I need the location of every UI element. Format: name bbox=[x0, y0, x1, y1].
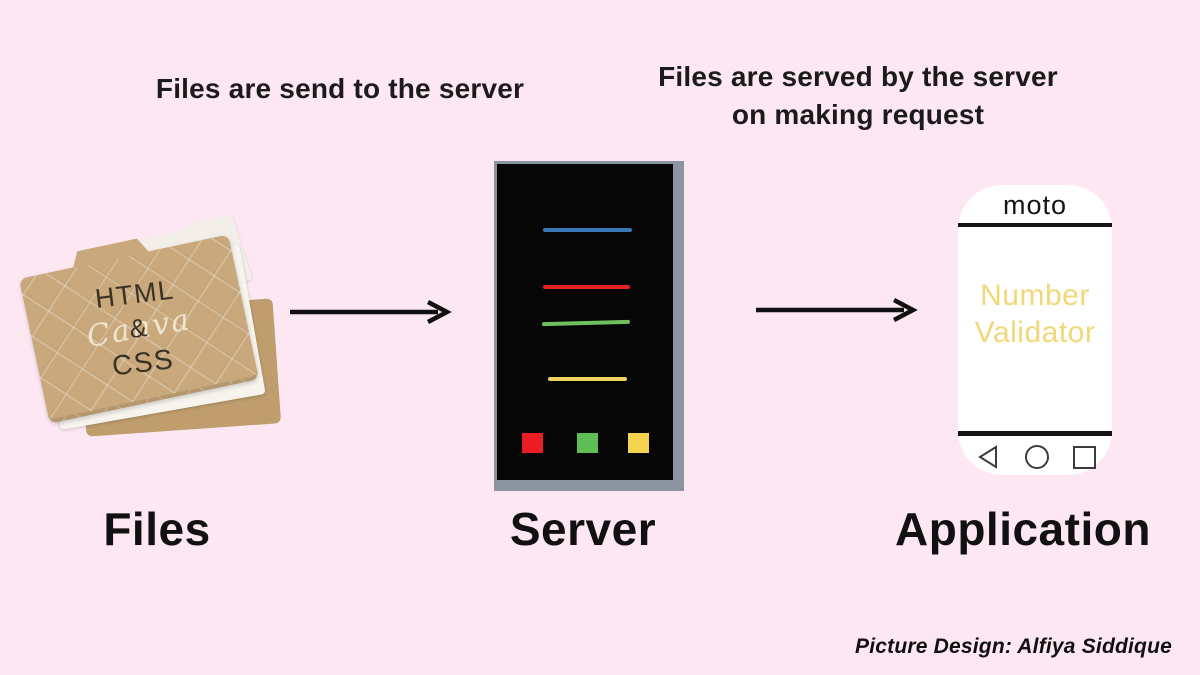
server-square-red bbox=[522, 433, 543, 453]
server-line-green bbox=[541, 319, 631, 327]
caption-files-served-line2: on making request bbox=[731, 99, 985, 130]
server-square-yellow bbox=[628, 433, 649, 453]
phone-brand-label: moto bbox=[1002, 190, 1068, 220]
app-name-text: Number Validator bbox=[958, 277, 1112, 351]
home-icon bbox=[1024, 445, 1049, 469]
server-square-green bbox=[577, 433, 598, 453]
phone-top-divider bbox=[958, 223, 1112, 227]
folder-label: HTML & CSS Canva bbox=[24, 243, 254, 416]
application-label: Application bbox=[895, 503, 1151, 555]
caption-files-sent: Files are send to the server bbox=[155, 73, 525, 104]
server-graphic bbox=[494, 161, 684, 491]
phone-bottom-divider bbox=[958, 431, 1112, 436]
server-line-red bbox=[543, 285, 630, 289]
phone-nav-bar bbox=[958, 443, 1112, 471]
picture-credit: Picture Design: Alfiya Siddique bbox=[855, 635, 1172, 658]
server-screen bbox=[497, 164, 673, 480]
caption-files-served: Files are served by the server on making… bbox=[638, 58, 1078, 134]
files-label: Files bbox=[103, 503, 211, 555]
folder-text-ampersand: & bbox=[127, 311, 151, 345]
recents-icon bbox=[1072, 445, 1096, 469]
app-name-line2: Validator bbox=[974, 316, 1096, 349]
files-folder-graphic: HTML & CSS Canva bbox=[18, 212, 282, 441]
server-line-yellow bbox=[548, 377, 627, 381]
server-label: Server bbox=[509, 503, 657, 555]
caption-files-served-line1: Files are served by the server bbox=[658, 61, 1058, 92]
app-name-line1: Number bbox=[980, 279, 1090, 312]
server-line-blue bbox=[543, 228, 632, 232]
phone-graphic: moto Number Validator bbox=[958, 185, 1112, 475]
back-icon bbox=[977, 445, 997, 469]
arrow-files-to-server-icon bbox=[290, 300, 452, 324]
arrow-server-to-application-icon bbox=[756, 298, 918, 322]
